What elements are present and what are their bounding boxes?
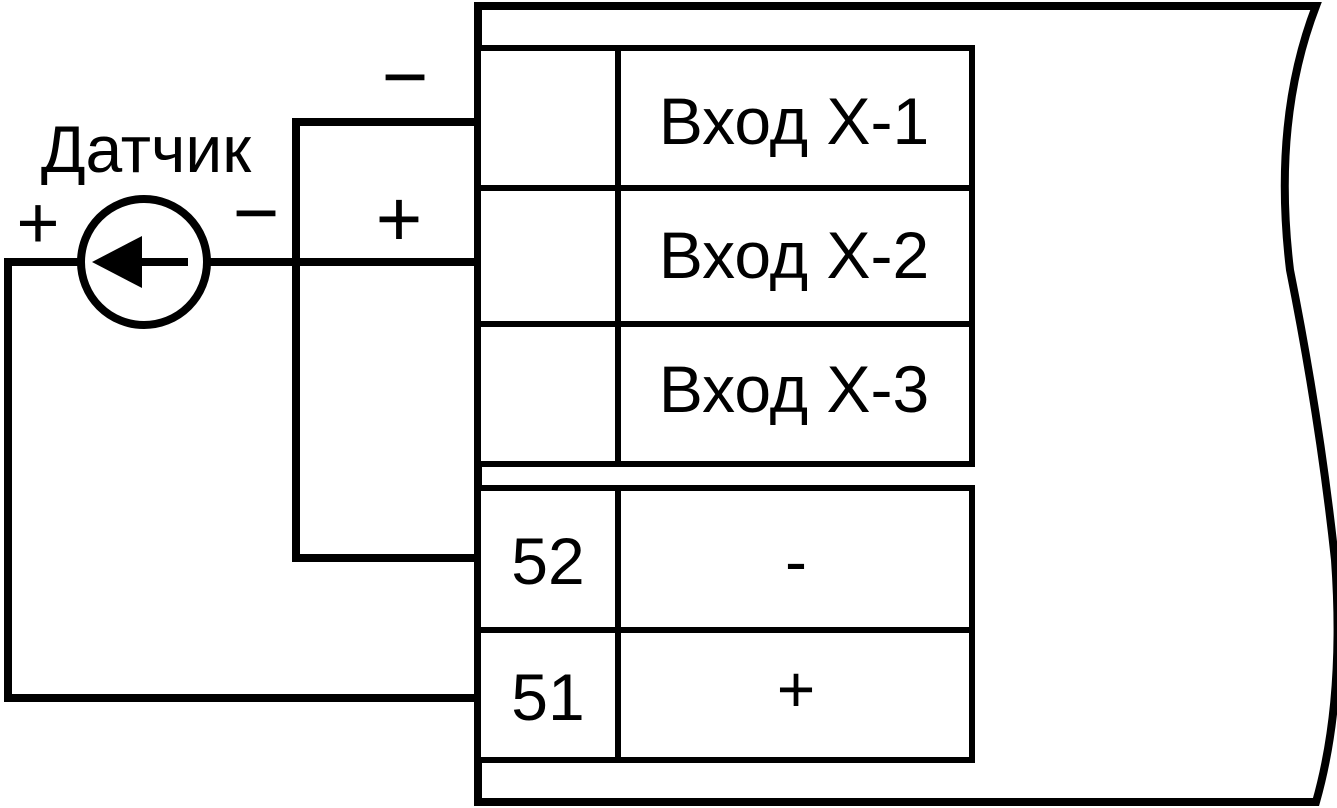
wire-x1-to-terminal-52 [292,118,478,562]
wires [4,118,478,702]
power-terminal-block: 52 - 51 + [475,485,975,763]
input-terminal-block: Вход Х-1 Вход Х-2 Вход Х-3 [475,45,975,467]
input-label-x3: Вход Х-3 [659,352,929,426]
sensor: Датчик + − [16,112,280,329]
wire-minus-sign: − [382,32,429,121]
sensor-plus-sign: + [16,181,59,264]
sensor-minus-sign: − [233,168,280,257]
power-block-outline [475,485,975,763]
input-label-x1: Вход Х-1 [659,84,929,158]
terminal-number-52: 52 [511,524,584,598]
terminal-sign-51: + [777,652,816,726]
terminal-number-51: 51 [511,660,584,734]
input-label-x2: Вход Х-2 [659,218,929,292]
sensor-arrow-left-icon [92,236,142,288]
sensor-label: Датчик [41,112,252,186]
wire-sensor-to-terminal-51 [4,258,478,702]
wire-plus-sign: + [376,174,423,263]
input-block-outline [475,45,975,467]
terminal-sign-52: - [785,524,807,598]
